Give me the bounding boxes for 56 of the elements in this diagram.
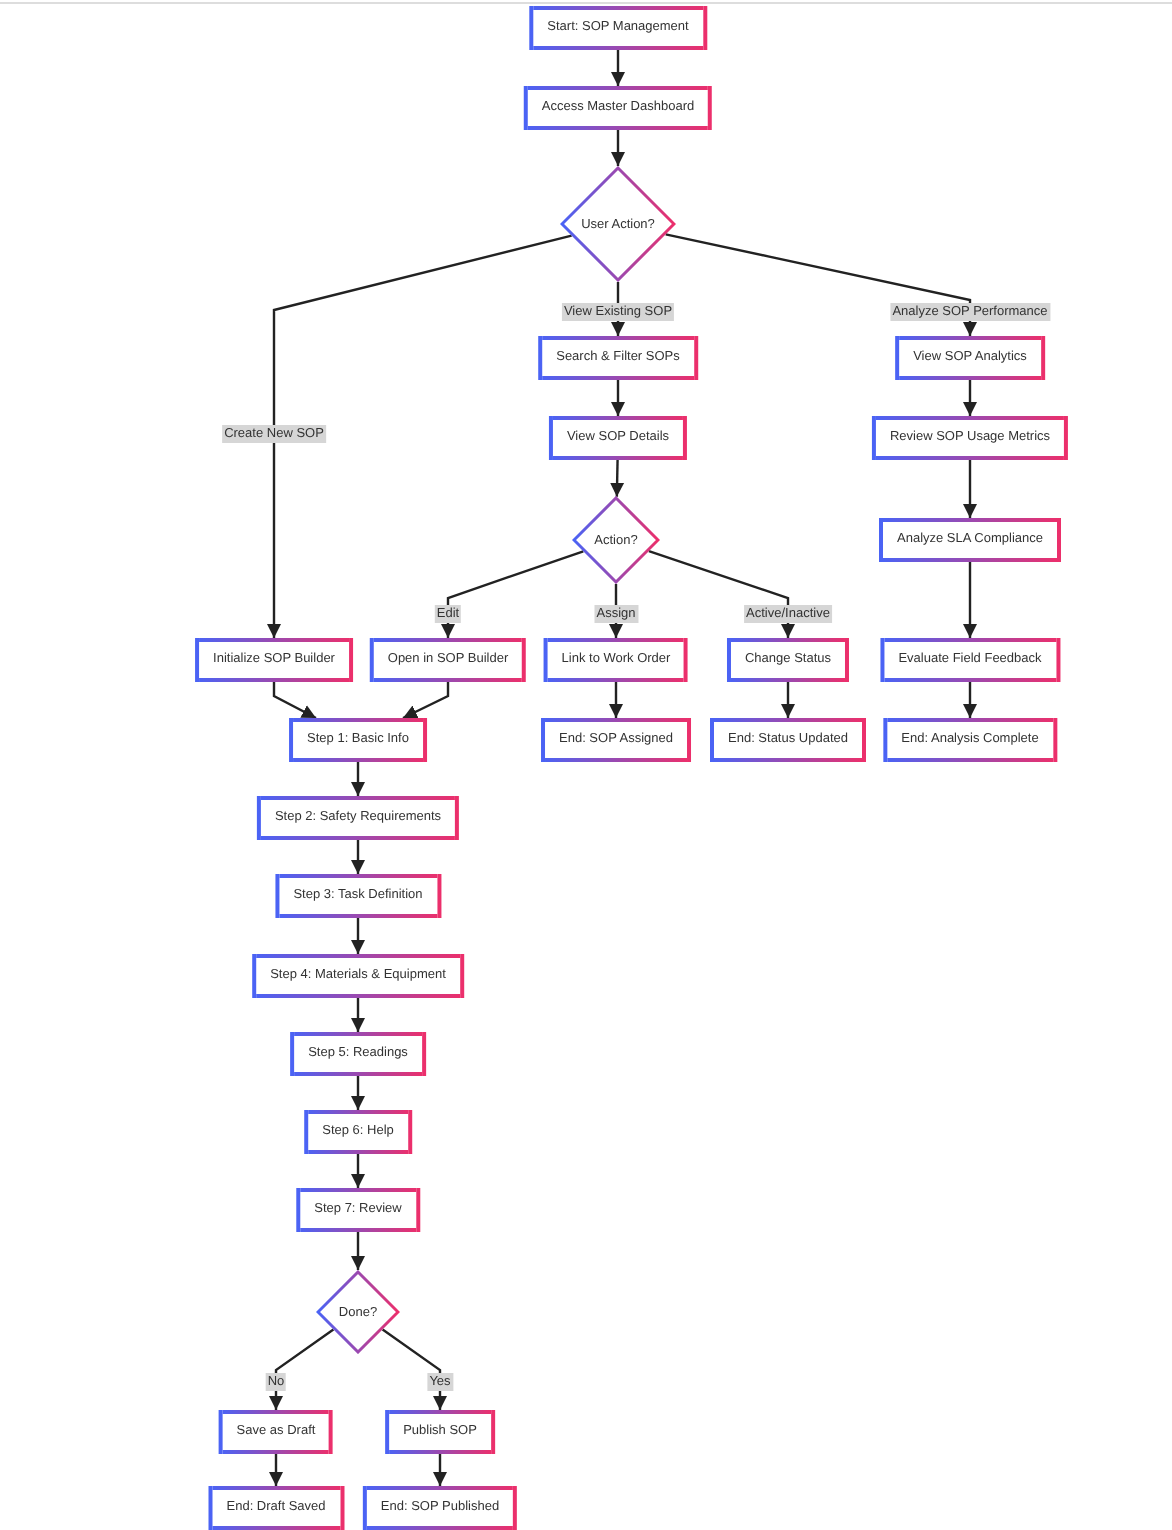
arrow xyxy=(963,380,977,416)
process-box xyxy=(727,638,849,682)
process-box xyxy=(385,1410,495,1454)
arrow xyxy=(963,682,977,718)
arrow xyxy=(269,1454,283,1486)
arrow xyxy=(402,682,450,720)
process-box xyxy=(879,518,1061,562)
process-box xyxy=(895,336,1045,380)
arrow xyxy=(611,380,625,416)
arrow xyxy=(351,918,365,954)
arrow xyxy=(351,840,365,874)
process-box xyxy=(543,638,689,682)
process-box xyxy=(369,638,527,682)
arrow xyxy=(781,682,795,718)
arrow xyxy=(351,762,365,796)
process-box xyxy=(880,638,1060,682)
process-box xyxy=(529,6,707,50)
arrow xyxy=(351,1076,365,1110)
arrow xyxy=(269,1328,335,1410)
process-box xyxy=(218,1410,334,1454)
arrow xyxy=(351,1232,365,1270)
process-box xyxy=(208,1486,344,1530)
arrow xyxy=(610,459,625,497)
decision-diamond xyxy=(316,1270,400,1354)
process-box xyxy=(523,86,713,130)
arrow xyxy=(648,549,795,638)
process-box xyxy=(195,638,353,682)
arrow xyxy=(272,682,317,720)
process-box xyxy=(538,336,698,380)
process-box xyxy=(252,954,464,998)
decision-diamond xyxy=(560,166,676,282)
arrow xyxy=(351,998,365,1032)
arrow xyxy=(609,682,623,718)
process-box xyxy=(290,1032,426,1076)
arrow xyxy=(351,1154,365,1188)
process-box xyxy=(289,718,427,762)
arrow xyxy=(611,50,625,86)
decision-diamond xyxy=(572,496,660,584)
arrow xyxy=(433,1454,447,1486)
process-box xyxy=(275,874,441,918)
arrow xyxy=(665,233,977,336)
process-box xyxy=(362,1486,518,1530)
arrow xyxy=(267,234,572,638)
process-box xyxy=(871,416,1069,460)
arrow xyxy=(611,130,625,166)
arrow xyxy=(963,562,977,638)
process-box xyxy=(304,1110,412,1154)
process-box xyxy=(296,1188,420,1232)
arrow xyxy=(963,460,977,518)
process-box xyxy=(256,796,460,840)
process-box xyxy=(541,718,691,762)
arrow xyxy=(381,1328,447,1410)
process-box xyxy=(883,718,1057,762)
arrow xyxy=(441,550,584,638)
process-box xyxy=(710,718,866,762)
process-box xyxy=(548,416,688,460)
